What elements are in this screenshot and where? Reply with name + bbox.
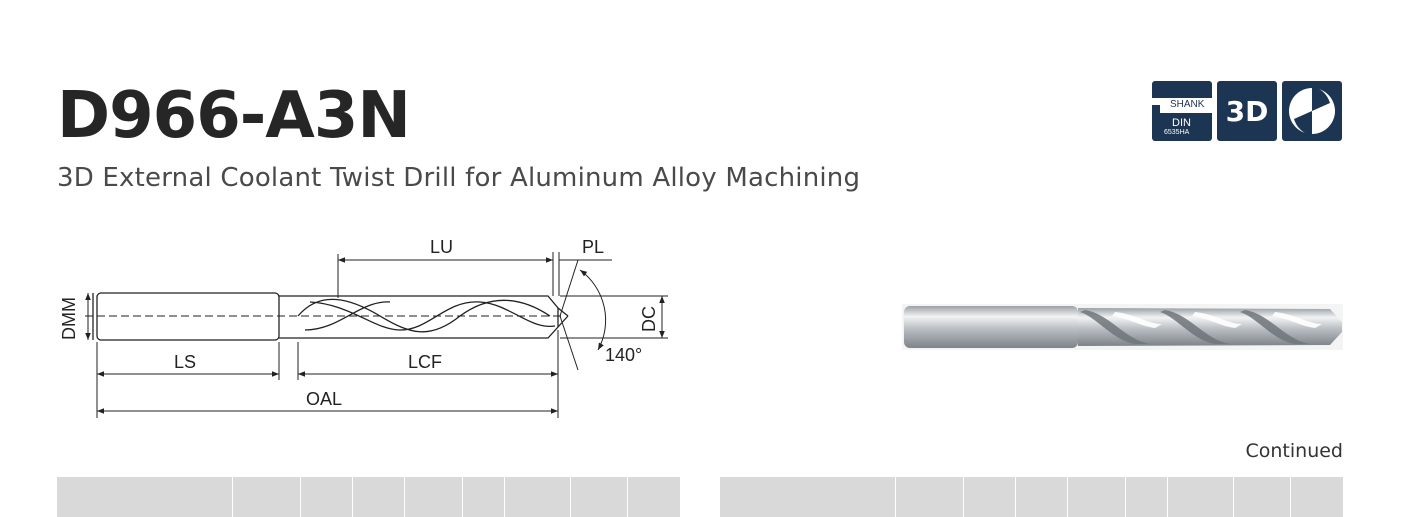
label-point-angle: 140°	[605, 345, 642, 365]
label-lcf: LCF	[408, 352, 442, 372]
label-dc: DC	[639, 306, 659, 332]
feature-badges: SHANK DIN 6535HA 3D	[1152, 81, 1342, 141]
continued-label: Continued	[1245, 440, 1344, 462]
label-ls: LS	[174, 352, 196, 372]
product-subtitle: 3D External Coolant Twist Drill for Alum…	[57, 163, 861, 193]
drill-product-photo	[902, 304, 1343, 350]
label-oal: OAL	[306, 389, 342, 409]
spec-table-left-header	[57, 477, 680, 517]
spec-table-right-header	[720, 477, 1343, 517]
shank-din-icon: SHANK DIN 6535HA	[1152, 81, 1212, 141]
label-pl: PL	[582, 237, 604, 257]
din-standard: 6535HA	[1164, 129, 1190, 136]
shank-label: SHANK	[1170, 99, 1205, 110]
depth-label: 3D	[1225, 94, 1269, 128]
flute-profile-icon	[1282, 81, 1342, 141]
product-code: D966-A3N	[57, 79, 411, 153]
label-dmm: DMM	[59, 297, 79, 340]
drill-dimension-drawing: LU PL DMM DC LS LCF OAL 140°	[59, 237, 668, 418]
label-lu: LU	[430, 237, 453, 257]
3d-depth-icon: 3D	[1217, 81, 1277, 141]
din-label: DIN	[1172, 117, 1191, 129]
